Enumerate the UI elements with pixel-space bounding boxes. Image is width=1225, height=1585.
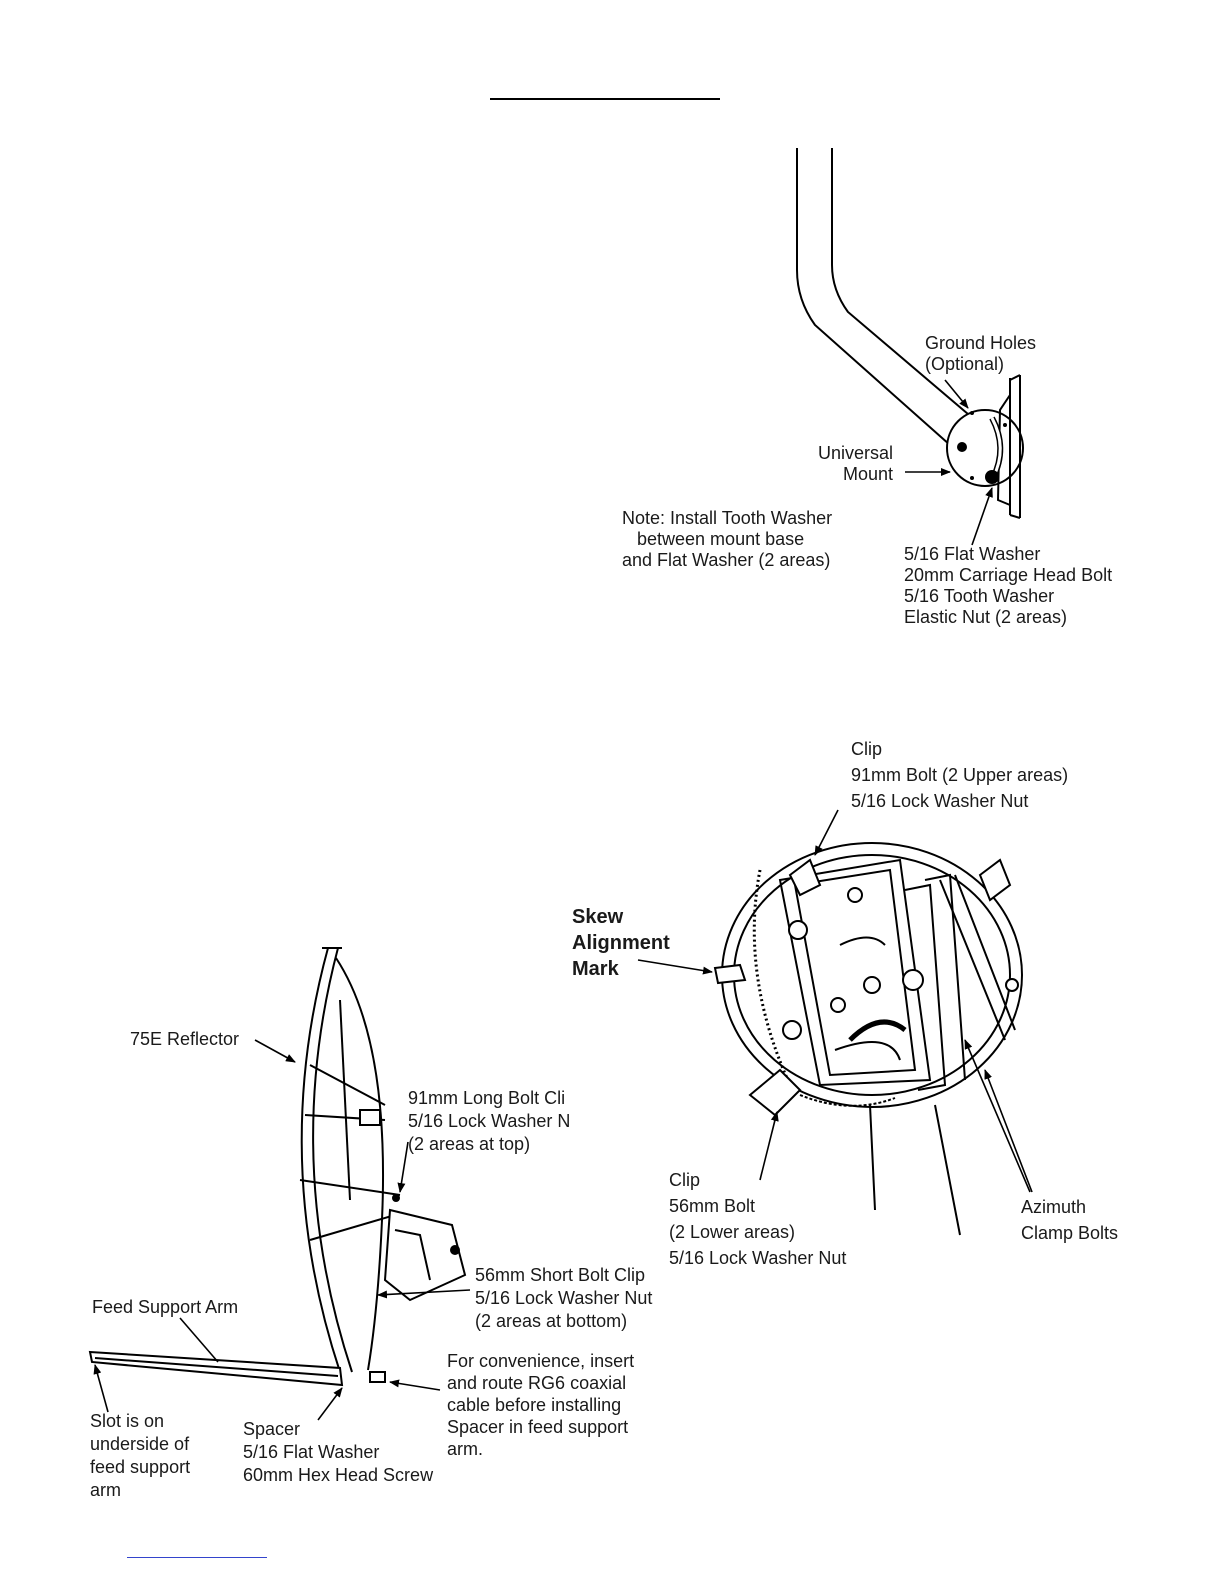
long-bolt-clip-label: 91mm Long Bolt Cli 5/16 Lock Washer N (2… bbox=[408, 1088, 571, 1154]
clip-upper-label: Clip 91mm Bolt (2 Upper areas) 5/16 Lock… bbox=[851, 739, 1069, 811]
header-underline bbox=[490, 98, 720, 100]
convenience-note: For convenience, insert and route RG6 co… bbox=[447, 1351, 635, 1459]
ground-holes-label: Ground Holes (Optional) bbox=[925, 333, 1037, 374]
side-view-bolt-top bbox=[392, 1194, 400, 1202]
mount-hole-upper bbox=[957, 442, 967, 452]
short-bolt-clip-label: 56mm Short Bolt Clip 5/16 Lock Washer Nu… bbox=[475, 1265, 653, 1331]
back-view-bolts bbox=[782, 887, 1019, 1040]
slot-note: Slot is on underside of feed support arm bbox=[90, 1411, 191, 1500]
footer-link-underline[interactable] bbox=[127, 1557, 267, 1558]
side-view-illustration bbox=[88, 947, 467, 1387]
mount-hardware-label: 5/16 Flat Washer 20mm Carriage Head Bolt… bbox=[904, 544, 1113, 627]
ground-hole-1 bbox=[970, 411, 974, 415]
side-view-bolt bbox=[450, 1245, 460, 1255]
mount-bolt bbox=[985, 470, 999, 484]
back-view-illustration bbox=[713, 842, 1023, 1236]
spacer-label: Spacer 5/16 Flat Washer 60mm Hex Head Sc… bbox=[243, 1419, 434, 1485]
back-view-leader-lines bbox=[637, 809, 1033, 1193]
universal-mount-label: Universal Mount bbox=[818, 443, 894, 484]
side-view-leader-lines bbox=[93, 1039, 471, 1421]
clip-lower-label: Clip 56mm Bolt (2 Lower areas) 5/16 Lock… bbox=[669, 1170, 847, 1268]
ground-hole-2 bbox=[970, 476, 974, 480]
tooth-washer-note: Note: Install Tooth Washer between mount… bbox=[622, 508, 833, 570]
skew-alignment-mark-label: Skew Alignment Mark bbox=[572, 906, 670, 980]
reflector-label: 75E Reflector bbox=[130, 1029, 240, 1049]
azimuth-clamp-bolts-label: Azimuth Clamp Bolts bbox=[1021, 1197, 1119, 1243]
mount-leader-lines bbox=[905, 379, 993, 546]
ground-hole-3 bbox=[1003, 423, 1007, 427]
feed-support-arm-label: Feed Support Arm bbox=[92, 1297, 239, 1317]
